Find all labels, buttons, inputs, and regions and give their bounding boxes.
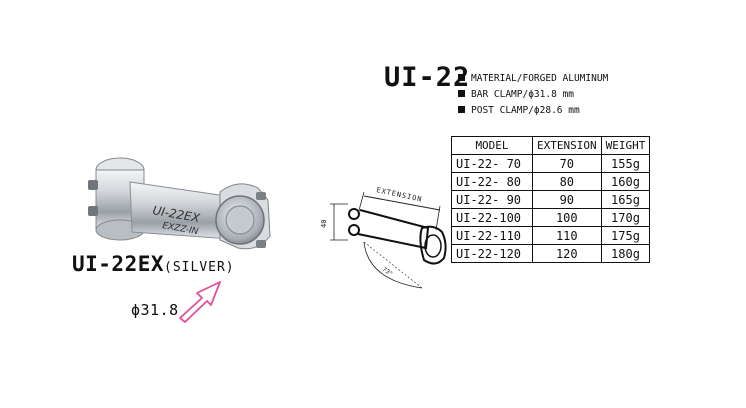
table-row: UI-22- 80 80 160g: [451, 172, 651, 191]
table-header-row: MODEL EXTENSION WEIGHT: [451, 136, 651, 155]
spec-item: POST CLAMP/ϕ28.6 mm: [458, 103, 608, 119]
spec-table: MODEL EXTENSION WEIGHT UI-22- 70 70 155g…: [451, 136, 651, 263]
cell-weight: 175g: [600, 226, 651, 245]
height-dimension-label: 40: [320, 220, 328, 228]
table-row: UI-22-100 100 170g: [451, 208, 651, 227]
cell-model: UI-22- 80: [451, 172, 533, 191]
spec-item: MATERIAL/FORGED ALUMINUM: [458, 71, 608, 87]
square-bullet-icon: [458, 74, 465, 81]
cell-extension: 100: [532, 208, 602, 227]
square-bullet-icon: [458, 90, 465, 97]
extension-dimension-label: EXTENSION: [376, 186, 424, 204]
cell-model: UI-22-120: [451, 244, 533, 263]
product-model-label: UI-22EX: [72, 252, 165, 276]
cell-weight: 170g: [600, 208, 651, 227]
cell-model: UI-22-110: [451, 226, 533, 245]
column-header-weight: WEIGHT: [600, 136, 651, 155]
stem-dimension-diagram: EXTENSION 40 73°: [320, 186, 447, 289]
cell-weight: 165g: [600, 190, 651, 209]
clamp-diameter-label: ϕ31.8: [131, 301, 179, 319]
cell-extension: 80: [532, 172, 602, 191]
table-row: UI-22-120 120 180g: [451, 244, 651, 263]
stem-product-image: UI-22EX EXZZ-IN: [88, 157, 271, 250]
cell-model: UI-22- 90: [451, 190, 533, 209]
product-variant-label: (SILVER): [164, 260, 235, 275]
spec-item: BAR CLAMP/ϕ31.8 mm: [458, 87, 608, 103]
spec-item-text: POST CLAMP/ϕ28.6 mm: [471, 105, 580, 116]
table-row: UI-22-110 110 175g: [451, 226, 651, 245]
cell-weight: 180g: [600, 244, 651, 263]
square-bullet-icon: [458, 106, 465, 113]
spec-title: UI-22: [384, 62, 471, 93]
angle-dimension-label: 73°: [381, 266, 394, 278]
cell-extension: 90: [532, 190, 602, 209]
column-header-extension: EXTENSION: [532, 136, 602, 155]
cell-model: UI-22-100: [451, 208, 533, 227]
column-header-model: MODEL: [451, 136, 533, 155]
cell-extension: 120: [532, 244, 602, 263]
table-row: UI-22- 70 70 155g: [451, 154, 651, 173]
cell-extension: 110: [532, 226, 602, 245]
cell-weight: 160g: [600, 172, 651, 191]
cell-model: UI-22- 70: [451, 154, 533, 173]
spec-item-text: BAR CLAMP/ϕ31.8 mm: [471, 89, 574, 100]
spec-item-text: MATERIAL/FORGED ALUMINUM: [471, 73, 609, 84]
cell-extension: 70: [532, 154, 602, 173]
product-name: UI-22EX(SILVER): [72, 252, 235, 276]
table-row: UI-22- 90 90 165g: [451, 190, 651, 209]
spec-list: MATERIAL/FORGED ALUMINUM BAR CLAMP/ϕ31.8…: [458, 71, 608, 119]
cell-weight: 155g: [600, 154, 651, 173]
pink-arrow-icon: [179, 281, 221, 323]
